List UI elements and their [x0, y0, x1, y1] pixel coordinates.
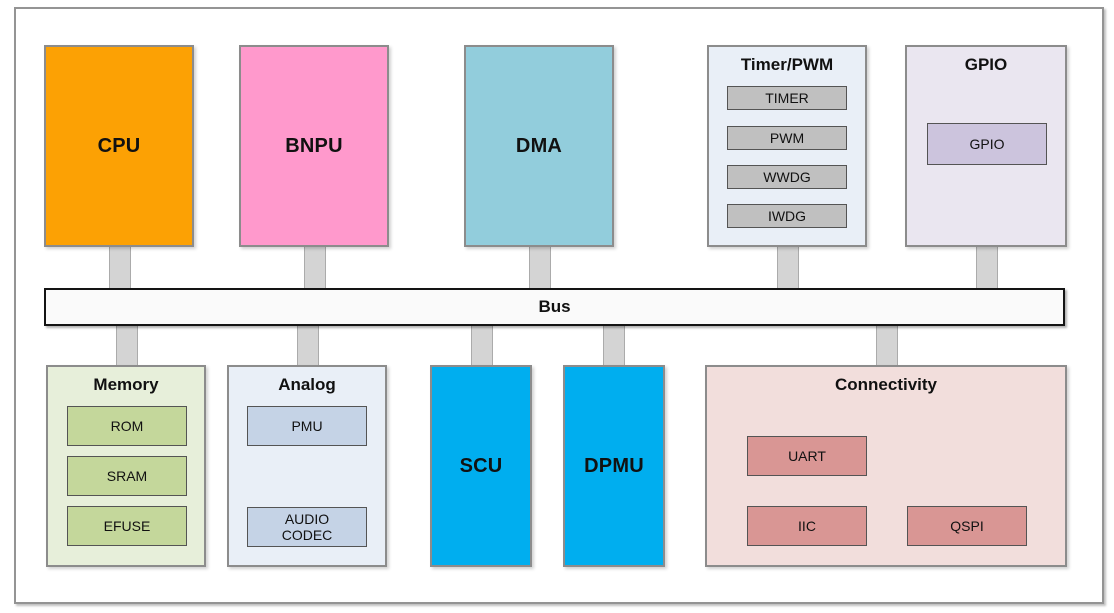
dpmu-bus-connector: [603, 326, 625, 365]
sub-block-gpio: GPIO: [927, 123, 1047, 165]
sub-block-iwdg: IWDG: [727, 204, 847, 228]
block-memory: Memory ROM SRAM EFUSE: [46, 365, 206, 567]
bnpu-bus-connector: [304, 247, 326, 288]
connectivity-bus-connector: [876, 326, 898, 365]
dma-bus-connector: [529, 247, 551, 288]
sub-block-pwm: PWM: [727, 126, 847, 150]
sub-block-uart: UART: [747, 436, 867, 476]
sub-block-qspi: QSPI: [907, 506, 1027, 546]
sub-block-efuse: EFUSE: [67, 506, 187, 546]
bus-label: Bus: [538, 297, 571, 316]
block-timer-pwm: Timer/PWM TIMER PWM WWDG IWDG: [707, 45, 867, 247]
timer-pwm-title: Timer/PWM: [740, 55, 834, 74]
memory-title: Memory: [93, 375, 159, 394]
connectivity-title: Connectivity: [834, 375, 938, 394]
gpio-title: GPIO: [964, 55, 1008, 74]
analog-title: Analog: [278, 375, 336, 394]
dma-label: DMA: [515, 134, 563, 157]
scu-bus-connector: [471, 326, 493, 365]
block-analog: Analog PMU AUDIO CODEC: [227, 365, 387, 567]
sub-block-pmu: PMU: [247, 406, 367, 446]
sub-block-timer: TIMER: [727, 86, 847, 110]
memory-bus-connector: [116, 326, 138, 365]
dpmu-label: DPMU: [584, 454, 644, 477]
block-connectivity: Connectivity UART IIC QSPI: [705, 365, 1067, 567]
block-gpio: GPIO GPIO: [905, 45, 1067, 247]
sub-block-iic: IIC: [747, 506, 867, 546]
bnpu-label: BNPU: [285, 134, 343, 157]
block-cpu: CPU: [44, 45, 194, 247]
sub-block-wwdg: WWDG: [727, 165, 847, 189]
block-dma: DMA: [464, 45, 614, 247]
sub-block-sram: SRAM: [67, 456, 187, 496]
sub-block-audio-codec: AUDIO CODEC: [247, 507, 367, 547]
analog-bus-connector: [297, 326, 319, 365]
sub-block-rom: ROM: [67, 406, 187, 446]
gpio-bus-connector: [976, 247, 998, 288]
scu-label: SCU: [459, 454, 503, 477]
cpu-label: CPU: [97, 134, 141, 157]
block-bnpu: BNPU: [239, 45, 389, 247]
cpu-bus-connector: [109, 247, 131, 288]
timer-pwm-bus-connector: [777, 247, 799, 288]
block-scu: SCU: [430, 365, 532, 567]
system-bus: Bus: [44, 288, 1065, 326]
block-dpmu: DPMU: [563, 365, 665, 567]
